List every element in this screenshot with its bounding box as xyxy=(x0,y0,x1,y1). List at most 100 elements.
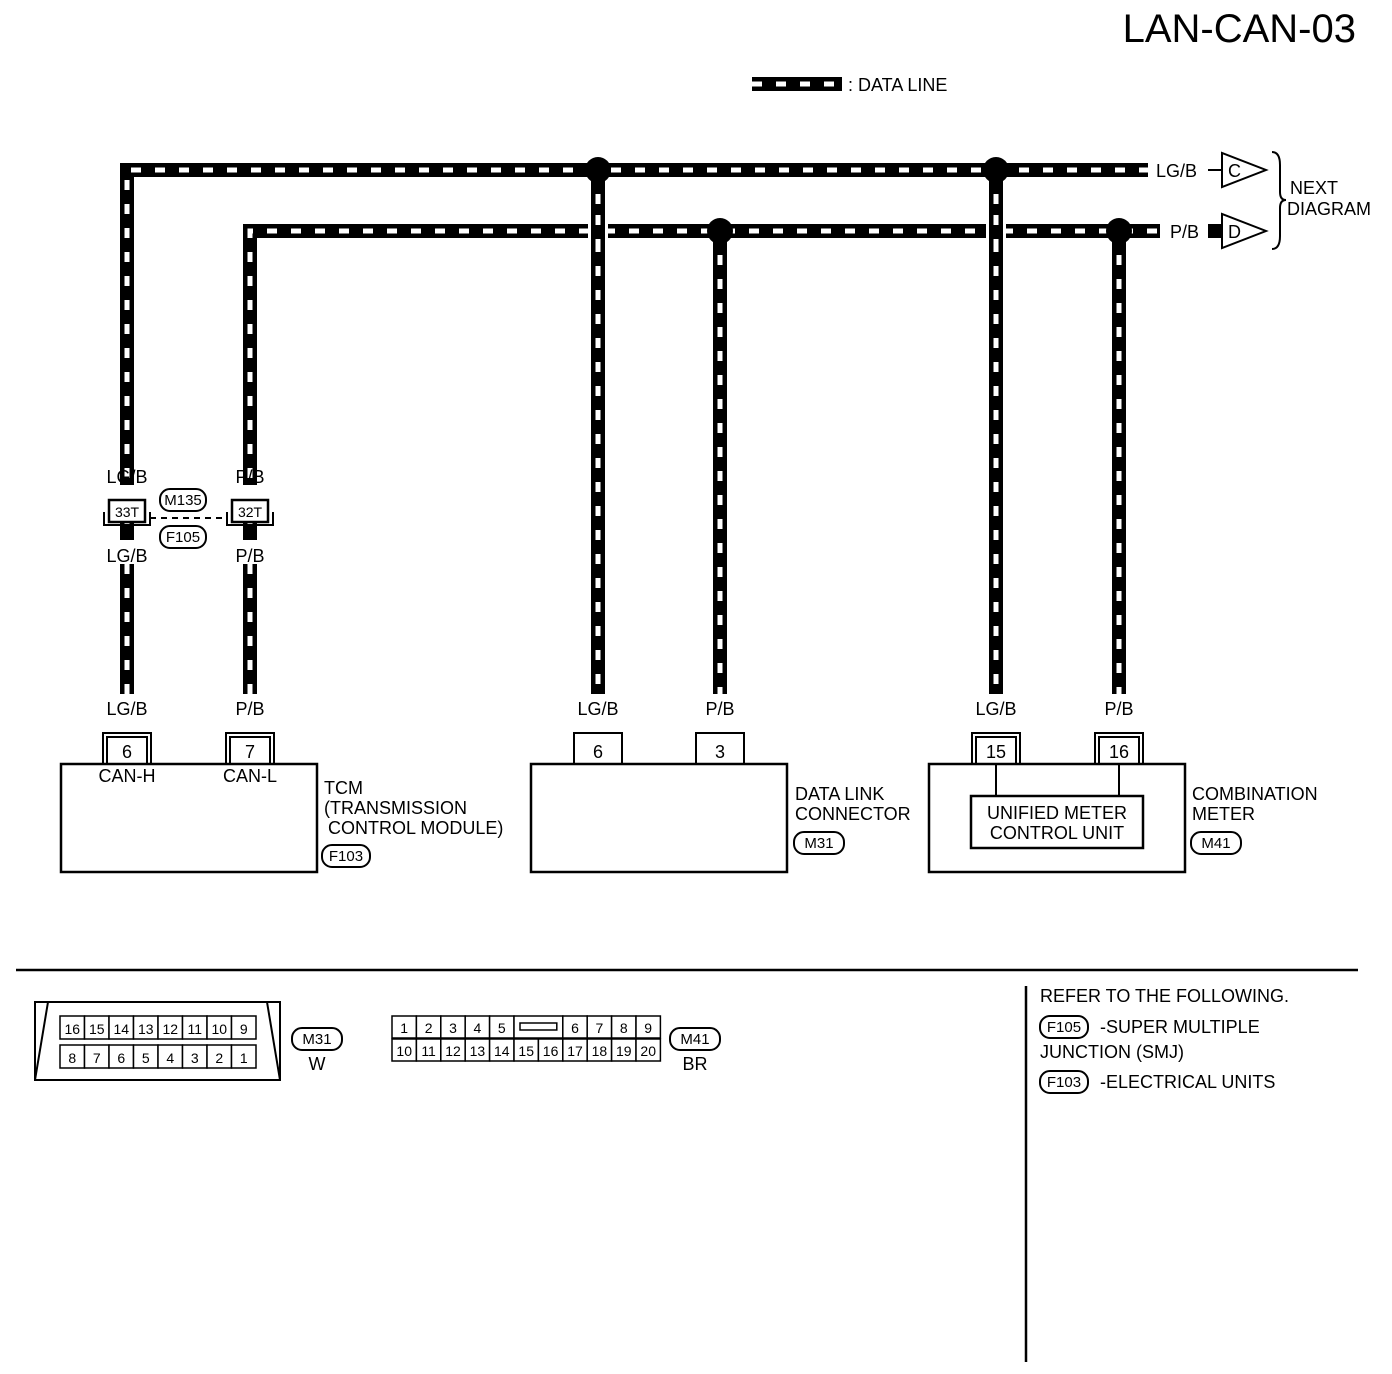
pin-number: 11 xyxy=(187,1021,202,1037)
m31-color: W xyxy=(309,1054,326,1074)
m31-ref-badge[interactable] xyxy=(291,1027,343,1051)
pin-number: 18 xyxy=(592,1043,608,1059)
svg-text:CONNECTOR: CONNECTOR xyxy=(795,804,911,824)
unified-meter-control-unit[interactable] xyxy=(969,794,1145,850)
wire-label: P/B xyxy=(235,467,264,487)
splice-dot xyxy=(585,157,611,183)
meter-pin-15: 15 xyxy=(986,742,1006,762)
pin-number: 3 xyxy=(191,1050,199,1066)
svg-text:NEXT: NEXT xyxy=(1290,178,1338,198)
svg-text:JUNCTION (SMJ): JUNCTION (SMJ) xyxy=(1040,1042,1184,1062)
pin-number: 6 xyxy=(571,1020,579,1036)
dlc-connector-ref[interactable] xyxy=(793,831,845,855)
pin-number: 8 xyxy=(68,1050,76,1066)
connector-pin[interactable] xyxy=(230,1044,257,1069)
pin-number: 19 xyxy=(616,1043,632,1059)
splice-dot xyxy=(1106,218,1132,244)
svg-text:F103: F103 xyxy=(329,848,363,865)
pin-number: 2 xyxy=(425,1020,433,1036)
svg-text:UNIFIED METER: UNIFIED METER xyxy=(987,803,1127,823)
pin-number: 1 xyxy=(240,1050,248,1066)
svg-text:LG/B: LG/B xyxy=(106,699,147,719)
pin-number: 3 xyxy=(449,1020,457,1036)
pin-number: 16 xyxy=(64,1021,80,1037)
m41-ref-badge[interactable] xyxy=(669,1027,721,1051)
svg-text:F105: F105 xyxy=(1047,1019,1081,1036)
svg-text:M135: M135 xyxy=(164,492,202,509)
pin-number: 8 xyxy=(620,1020,628,1036)
connector-pin-32t[interactable] xyxy=(230,498,270,524)
connector-ref-m135[interactable] xyxy=(159,488,207,512)
svg-text:33T: 33T xyxy=(115,504,140,520)
legend-label: : DATA LINE xyxy=(848,75,947,95)
pin-number: 5 xyxy=(142,1050,150,1066)
svg-text:METER: METER xyxy=(1192,804,1255,824)
svg-text:DIAGRAM: DIAGRAM xyxy=(1287,199,1371,219)
tcm-pin-label: CAN-H xyxy=(99,766,156,786)
svg-text:P/B: P/B xyxy=(235,699,264,719)
pin-number: 10 xyxy=(211,1021,227,1037)
pin-number: 7 xyxy=(93,1050,101,1066)
combination-meter-unit: 15 16 UNIFIED METER CONTROL UNIT COMBINA… xyxy=(927,732,1318,874)
connector-pin[interactable] xyxy=(635,1038,662,1062)
pin-number: 14 xyxy=(494,1043,510,1059)
svg-text:D: D xyxy=(1228,222,1241,242)
pin-number: 14 xyxy=(113,1021,129,1037)
next-diagram-arrow-c[interactable] xyxy=(1221,151,1269,189)
pin-number: 4 xyxy=(474,1020,482,1036)
pin-number: 6 xyxy=(117,1050,125,1066)
pin-number: 10 xyxy=(396,1043,412,1059)
tcm-pin-label: CAN-L xyxy=(223,766,277,786)
svg-text:LG/B: LG/B xyxy=(975,699,1016,719)
pin-number: 4 xyxy=(166,1050,174,1066)
splice-dot xyxy=(707,218,733,244)
svg-text:F103: F103 xyxy=(1047,1074,1081,1091)
tcm-box[interactable] xyxy=(59,762,319,874)
tcm-pin-7: 7 xyxy=(245,742,255,762)
svg-text:32T: 32T xyxy=(238,504,263,520)
svg-text:-ELECTRICAL UNITS: -ELECTRICAL UNITS xyxy=(1100,1072,1275,1092)
brace-icon xyxy=(1271,151,1287,250)
svg-text:M41: M41 xyxy=(680,1031,709,1048)
dlc-box[interactable] xyxy=(529,762,789,874)
svg-text:F105: F105 xyxy=(166,529,200,546)
dlc-pin-3: 3 xyxy=(715,742,725,762)
diagram-title: LAN-CAN-03 xyxy=(1123,7,1356,51)
svg-text:CONTROL UNIT: CONTROL UNIT xyxy=(990,823,1124,843)
pin-number: 7 xyxy=(596,1020,604,1036)
pin-number: 9 xyxy=(644,1020,652,1036)
refer-ref-f103[interactable] xyxy=(1039,1070,1089,1094)
pin-number: 11 xyxy=(421,1043,436,1059)
pin-number: 2 xyxy=(215,1050,223,1066)
connector-ref-f105[interactable] xyxy=(159,525,207,549)
meter-name: COMBINATION xyxy=(1192,784,1318,804)
legend: : DATA LINE xyxy=(752,75,947,95)
svg-text:-SUPER MULTIPLE: -SUPER MULTIPLE xyxy=(1100,1017,1260,1037)
pin-wire-labels: LG/B P/B LG/B P/B LG/B P/B xyxy=(100,696,1160,720)
next-diagram-refs: LG/B C P/B D NEXT DIAGRAM xyxy=(1156,151,1371,250)
pin-number: 13 xyxy=(470,1043,486,1059)
svg-text:CONTROL MODULE): CONTROL MODULE) xyxy=(328,818,503,838)
pin-number: 20 xyxy=(640,1043,656,1059)
pin-number: 17 xyxy=(567,1043,583,1059)
can-h-wire xyxy=(120,163,1148,694)
wire-label: LG/B xyxy=(106,467,147,487)
tcm-unit: 6 7 CAN-H CAN-L TCM (TRANSMISSION CONTRO… xyxy=(59,732,503,874)
connector-pin[interactable] xyxy=(635,1015,662,1039)
pin-number: 13 xyxy=(138,1021,154,1037)
svg-text:P/B: P/B xyxy=(705,699,734,719)
refer-section: REFER TO THE FOLLOWING. F105 -SUPER MULT… xyxy=(1039,986,1289,1094)
m41-color: BR xyxy=(682,1054,707,1074)
next-diagram-arrow-d[interactable] xyxy=(1221,212,1269,250)
tcm-connector-ref[interactable] xyxy=(321,844,371,868)
pin-number: 9 xyxy=(240,1021,248,1037)
pin-number: 15 xyxy=(89,1021,105,1037)
refer-ref-f105[interactable] xyxy=(1039,1015,1089,1039)
connector-pin[interactable] xyxy=(230,1015,257,1040)
meter-connector-ref[interactable] xyxy=(1190,831,1242,855)
svg-text:P/B: P/B xyxy=(1104,699,1133,719)
connector-pin-33t[interactable] xyxy=(107,498,147,524)
wire-label: LG/B xyxy=(1156,161,1197,181)
